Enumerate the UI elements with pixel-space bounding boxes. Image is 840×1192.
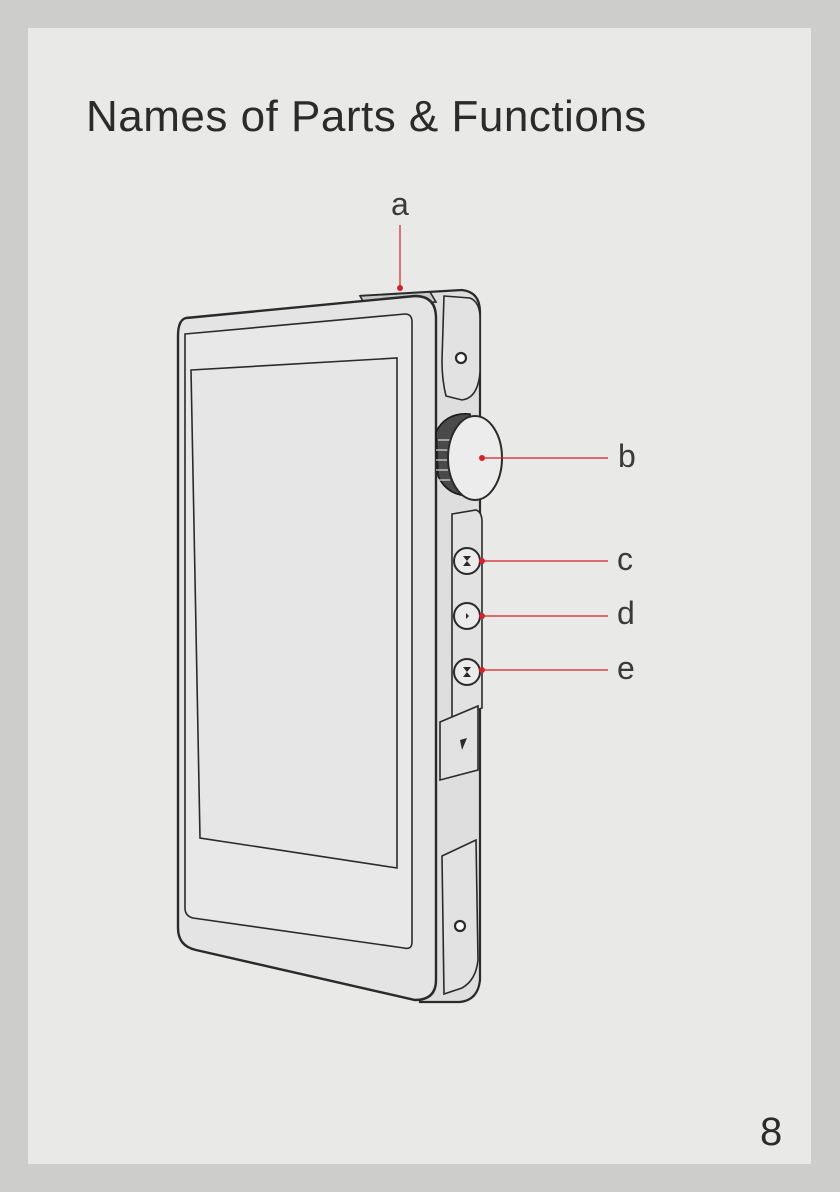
bottom-screw-icon	[455, 921, 465, 931]
device-screen	[191, 358, 397, 868]
callout-label-a: a	[391, 188, 409, 220]
device-top-rail	[442, 296, 480, 400]
callout-label-e: e	[617, 652, 635, 684]
top-screw-icon	[456, 353, 466, 363]
bottom-side-panel	[442, 840, 478, 994]
play-pause-button-icon	[454, 603, 480, 629]
volume-knob-icon	[436, 414, 502, 500]
callout-label-d: d	[617, 597, 635, 629]
callout-label-c: c	[617, 543, 633, 575]
page-number: 8	[760, 1110, 782, 1155]
next-track-button-icon	[454, 659, 480, 685]
previous-track-button-icon	[454, 548, 480, 574]
callout-label-b: b	[618, 440, 636, 472]
